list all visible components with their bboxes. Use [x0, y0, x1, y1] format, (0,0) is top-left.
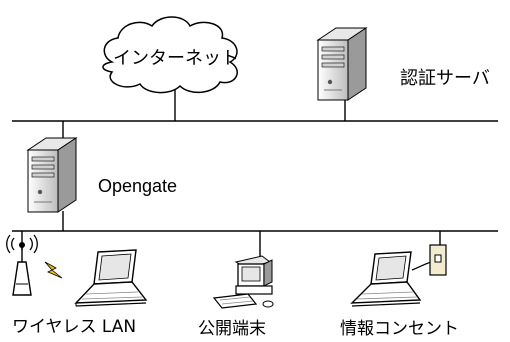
auth-server-label: 認証サーバ	[400, 68, 490, 89]
opengate-server-icon	[26, 137, 78, 213]
wireless-signal-icon	[44, 261, 63, 279]
internet-label: インターネット	[113, 48, 239, 69]
network-wall-outlet-icon	[429, 244, 447, 276]
wireless-lan-label: ワイヤレス LAN	[12, 317, 137, 337]
desktop-computer-icon	[212, 255, 274, 309]
server-tower-icon	[316, 27, 368, 101]
opengate-label: Opengate	[98, 176, 178, 196]
laptop-icon	[74, 249, 148, 307]
wireless-access-point-icon	[6, 234, 38, 296]
cloud-icon	[102, 16, 238, 94]
public-terminal-label: 公開端末	[198, 319, 266, 339]
laptop-icon	[350, 251, 422, 307]
info-outlet-label: 情報コンセント	[340, 319, 459, 339]
